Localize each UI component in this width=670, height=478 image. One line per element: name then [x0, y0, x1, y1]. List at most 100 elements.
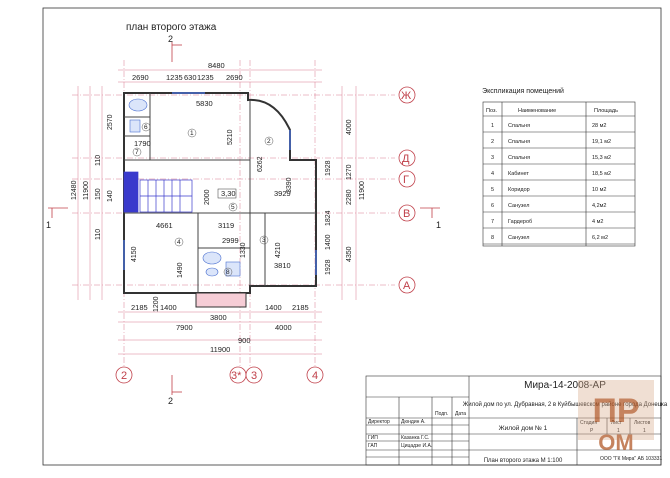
room-5-number: 5: [231, 204, 235, 211]
dim-r8: 3929: [274, 189, 291, 198]
stamp-code: Мира-14-2008-АР: [524, 380, 606, 391]
dim-top-5: 2690: [226, 73, 243, 82]
bathroom-fixtures: [128, 98, 241, 277]
dim-right-i: 1928: [325, 259, 332, 275]
dim-right-d: 4350: [346, 246, 353, 262]
dimension-lines: [77, 69, 357, 355]
stamp-role-2: ГИП: [368, 435, 378, 441]
table-cell-area: 28 м2: [592, 123, 607, 129]
dim-r6: 3810: [274, 261, 291, 270]
stamp-building: Жилой дом № 1: [499, 424, 548, 432]
room-labels: 1 2 3 4 5 6 7 8: [132, 122, 274, 277]
table-cell-name: Спальня: [508, 123, 530, 129]
dim-bottom-w3: 900: [238, 336, 251, 345]
table-cell-name: Гардероб: [508, 219, 532, 225]
table-cell-pos: 1: [491, 123, 494, 129]
dim-bottom-w1: 7900: [176, 323, 193, 332]
axis-zh: Ж: [401, 90, 411, 102]
dim-r3: 4661: [156, 221, 173, 230]
room-3-number: 3: [262, 237, 266, 244]
table-cell-pos: 4: [491, 171, 494, 177]
dim-bottom-win: 3800: [210, 313, 227, 322]
stamp-name-3: Цицадзе И.А.: [401, 443, 432, 449]
table-cell-area: 19,1 м2: [592, 139, 611, 145]
dim-right-c: 2280: [346, 189, 353, 205]
windows: [123, 92, 317, 275]
stamp-stage: Р: [590, 428, 594, 434]
svg-text:1: 1: [436, 220, 441, 230]
building-walls: [123, 92, 317, 294]
dim-right-h: 1400: [325, 234, 332, 250]
axis-v: В: [403, 208, 410, 220]
axis-gridlines: [72, 60, 395, 366]
stamp-sheets: 1: [643, 428, 646, 434]
dim-bottom-1: 2185: [131, 303, 148, 312]
room-1-number: 1: [190, 130, 194, 137]
stamp-name-1: Дюндин А.: [401, 419, 425, 425]
level-mark-box: [217, 188, 237, 199]
table-cell-name: Санузел: [508, 203, 529, 209]
table-cell-pos: 6: [491, 203, 494, 209]
stamp-date-header: Дата: [455, 411, 466, 417]
dim-r1h: 5210: [227, 129, 234, 145]
watermark-logo: ПР ОМ: [578, 380, 654, 455]
dim-left-f: 110: [95, 229, 102, 240]
table-cell-pos: 5: [491, 187, 494, 193]
stamp-sheet: 1: [617, 428, 620, 434]
table-cell-area: 18,5 м2: [592, 171, 611, 177]
table-cell-area: 15,3 м2: [592, 155, 611, 161]
svg-text:2: 2: [168, 396, 173, 406]
dim-bottom-wall: 1200: [153, 296, 160, 312]
dim-top-1: 2690: [132, 73, 149, 82]
svg-text:1: 1: [46, 220, 51, 230]
table-header-name: Наименование: [518, 108, 556, 114]
table-cell-area: 6,2 м2: [592, 235, 608, 241]
table-cell-pos: 8: [491, 235, 494, 241]
dim-bottom-3: 1400: [265, 303, 282, 312]
dim-total-top: 8480: [208, 61, 225, 70]
dim-top-4: 1235: [197, 73, 214, 82]
table-cell-area: 10 м2: [592, 187, 607, 193]
axis-d: Д: [402, 153, 410, 165]
dim-right-g: 1824: [325, 210, 332, 226]
stamp-name-2: Казанка Г.С.: [401, 435, 429, 441]
table-cell-name: Спальня: [508, 155, 530, 161]
staircase: [123, 171, 193, 213]
table-cell-area: 4 м2: [592, 219, 603, 225]
balcony: [195, 292, 247, 308]
room-4-number: 4: [177, 239, 181, 246]
level-mark: 3,30: [221, 189, 236, 198]
stamp-project: Жилой дом по ул. Дубравная, 2 в Куйбышев…: [463, 401, 668, 408]
dim-r5: 2999: [222, 236, 239, 245]
axis-3: 3: [251, 370, 257, 382]
svg-text:2: 2: [168, 34, 173, 44]
dim-r9: 2000: [204, 189, 211, 205]
section-marker-bottom: 2: [168, 375, 182, 406]
stamp-org: ООО "ГК Мира" АБ 103331: [600, 456, 662, 462]
dim-left-e: 140: [107, 190, 114, 202]
section-marker-top: 2: [168, 34, 182, 62]
dim-left-c: 110: [95, 155, 102, 166]
dim-bottom-total: 11900: [210, 345, 230, 354]
table-header-area: Площадь: [594, 108, 618, 114]
dim-right-b: 1270: [346, 164, 353, 180]
section-marker-1-right: 1: [420, 207, 441, 230]
room-schedule-title: Экспликация помещений: [482, 87, 564, 95]
table-cell-pos: 3: [491, 155, 494, 161]
dim-l-g: 1790: [134, 139, 151, 148]
room-2-number: 2: [267, 138, 271, 145]
room-7-number: 7: [135, 149, 139, 156]
axis-a: А: [403, 280, 411, 292]
dim-r2: 6262: [257, 156, 264, 172]
svg-text:ОМ: ОМ: [598, 430, 633, 455]
dim-r10: 1490: [177, 262, 184, 278]
stamp-role-1: Директор: [368, 419, 390, 425]
axis-3star: 3*: [231, 370, 242, 382]
sheet-border: [42, 7, 662, 466]
stamp-stage-header: Стадия: [580, 420, 597, 426]
dim-bottom-4: 2185: [292, 303, 309, 312]
table-cell-name: Санузел: [508, 235, 529, 241]
stamp-sign-header: Подп.: [435, 411, 448, 417]
dim-right-a: 4000: [346, 119, 353, 135]
